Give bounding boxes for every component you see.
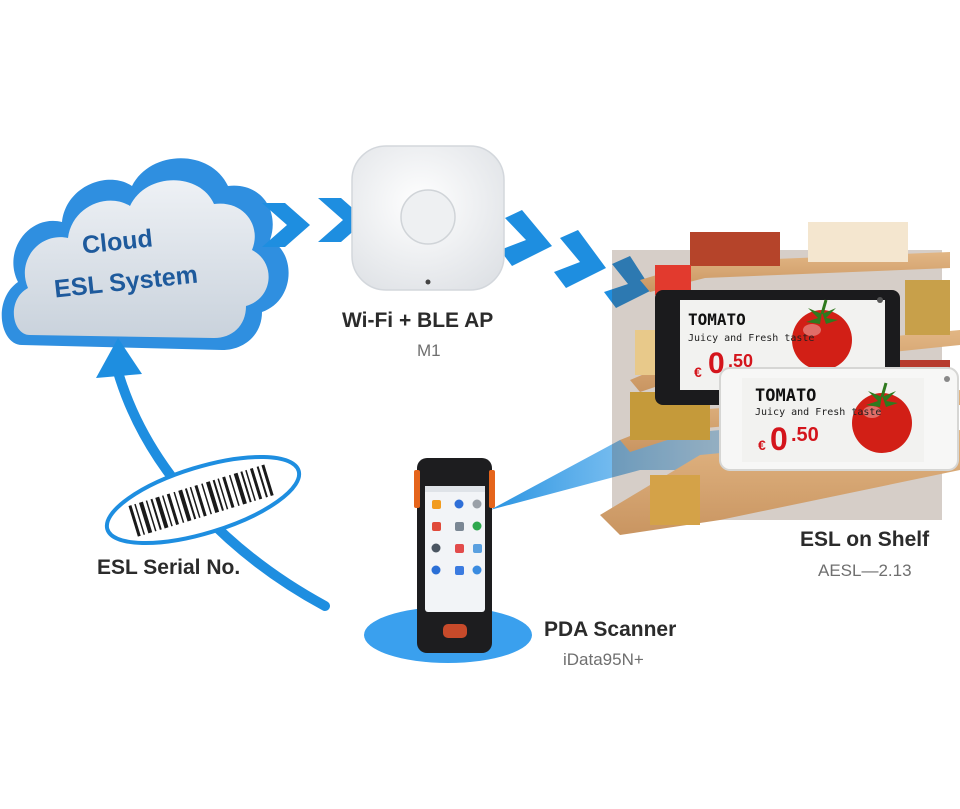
ap-model: M1 — [417, 341, 441, 360]
tag-large-currency: € — [694, 364, 702, 380]
pda-scanner-icon — [414, 458, 495, 653]
tag-large-price-int: 0 — [708, 347, 725, 380]
tag-small-product: TOMATO — [755, 386, 817, 406]
tag-small-description: Juicy and Fresh taste — [755, 407, 882, 418]
tag-large-description: Juicy and Fresh taste — [688, 333, 815, 344]
shelf-model: AESL—2.13 — [818, 561, 912, 580]
barcode-icon — [104, 454, 302, 546]
ap-name: Wi-Fi + BLE AP — [342, 309, 494, 332]
shelf-name: ESL on Shelf — [800, 528, 930, 551]
tag-small-price-int: 0 — [770, 421, 788, 457]
tomato-icon — [852, 382, 912, 453]
tag-large-product: TOMATO — [688, 310, 746, 329]
serial-label: ESL Serial No. — [97, 556, 241, 579]
scanner-name: PDA Scanner — [544, 618, 677, 641]
tomato-icon — [792, 299, 852, 370]
tag-large-price-dec: .50 — [728, 351, 754, 371]
scanner-model: iData95N+ — [563, 650, 644, 669]
tag-small-price-dec: .50 — [791, 424, 819, 446]
scan-beam — [490, 430, 720, 510]
chevron-right-icon — [500, 210, 652, 308]
tag-small-currency: € — [758, 437, 766, 453]
chevron-right-icon — [262, 198, 366, 247]
access-point-icon — [351, 145, 505, 291]
cloud-icon — [1, 158, 289, 350]
esl-tag-small-frame — [719, 367, 959, 471]
